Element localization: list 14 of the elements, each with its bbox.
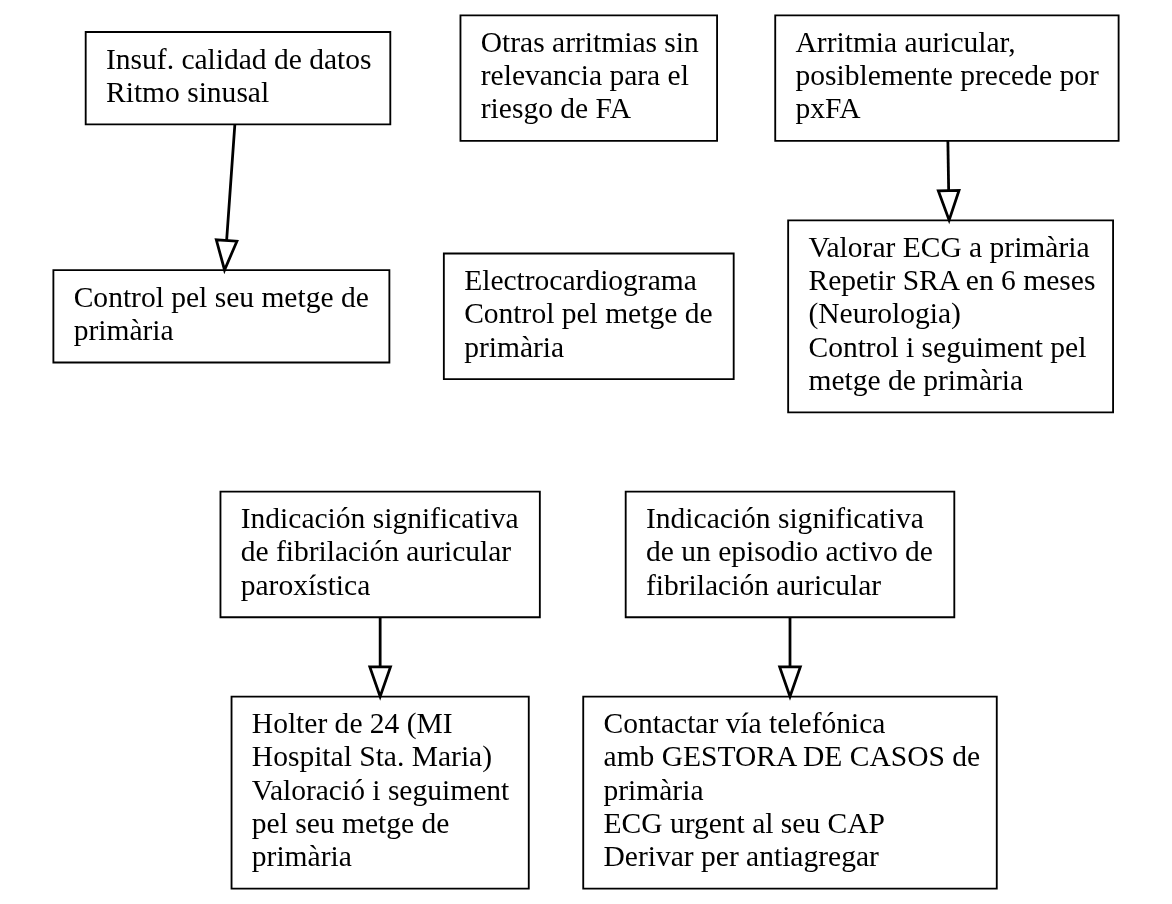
node-box: Indicación significativa de fibrilación auricular paroxística — [219, 490, 541, 619]
node-box: Contactar vía telefónica amb GESTORA DE CASOS de primària ECG urgent al seu CAP Derivar per antiagregar — [582, 695, 998, 890]
node-box: Valorar ECG a primària Repetir SRA en 6 meses (Neurologia) Control i seguiment pel metge de primària — [787, 219, 1114, 414]
node-box: Holter de 24 (MI Hospital Sta. Maria) Valoració i seguiment pel seu metge de primària — [230, 695, 530, 890]
node-box: Control pel seu metge de primària — [52, 269, 391, 364]
arrow — [777, 617, 803, 701]
arrow — [367, 617, 393, 701]
node-box: Otras arritmias sin relevancia para el riesgo de FA — [459, 14, 718, 142]
node-box: Insuf. calidad de datos Ritmo sinusal — [84, 31, 392, 126]
node-box: Indicación significativa de un episodio activo de fibrilación auricular — [624, 490, 956, 619]
arrow — [936, 140, 961, 225]
node-box: Electrocardiograma Control pel metge de primària — [442, 252, 735, 380]
arrow — [214, 124, 239, 275]
node-box: Arritmia auricular, posiblemente precede por pxFA — [774, 14, 1120, 142]
